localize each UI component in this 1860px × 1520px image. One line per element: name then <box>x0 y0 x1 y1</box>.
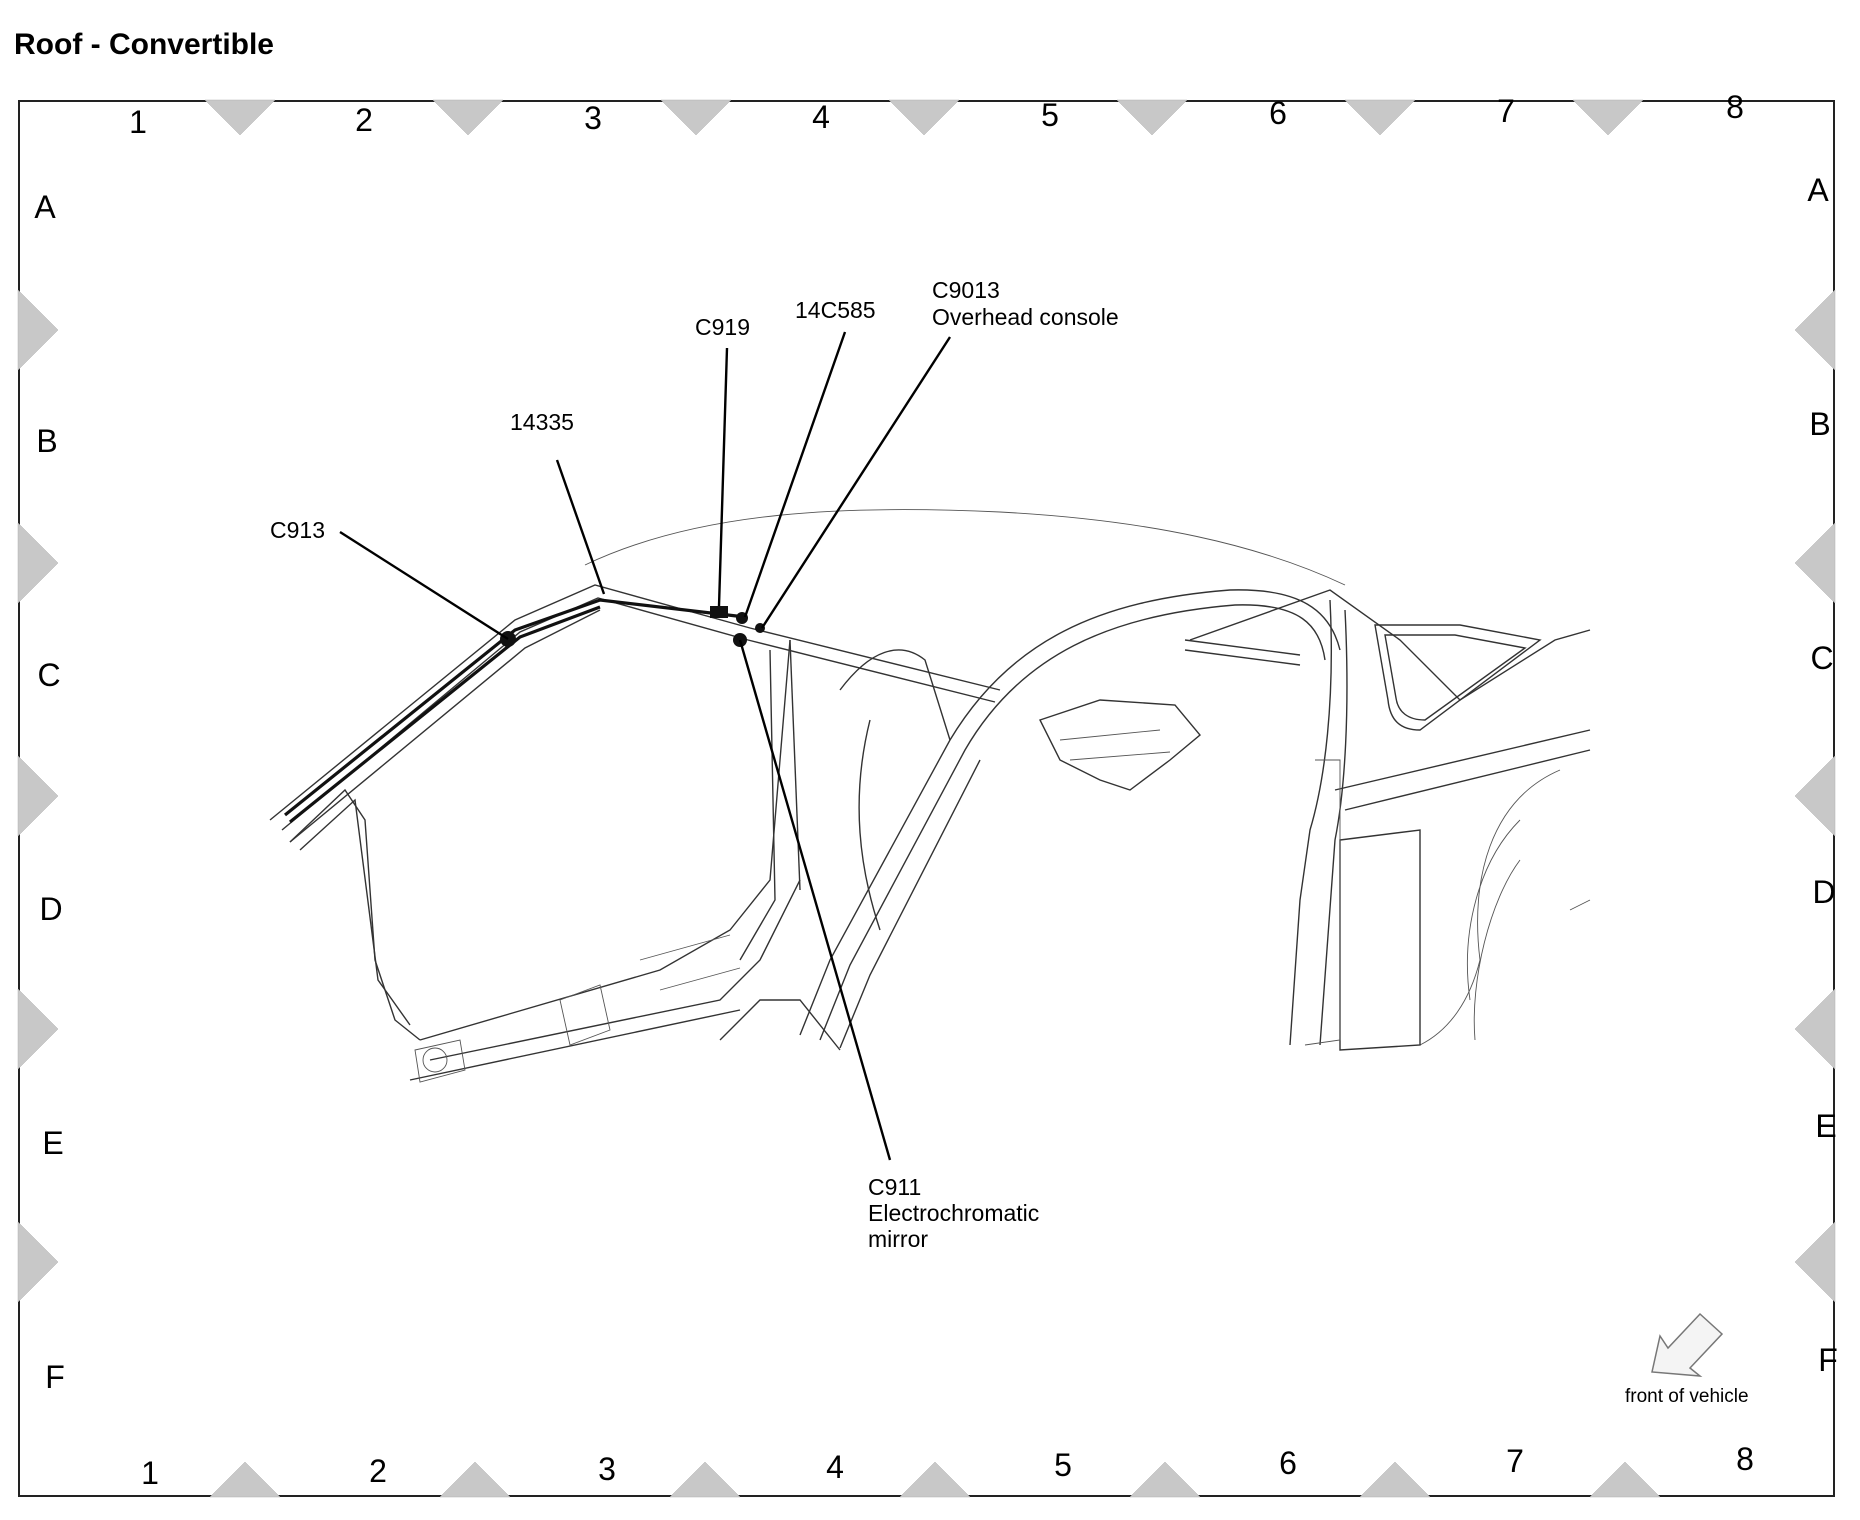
grid-col-label: 7 <box>1506 1443 1524 1479</box>
callout-c9013-id: C9013 <box>932 277 1000 303</box>
grid-row-label: B <box>1809 406 1830 442</box>
grid-col-label: 3 <box>584 100 602 136</box>
bottom-zone-markers <box>209 1461 1661 1498</box>
grid-col-label: 2 <box>355 102 373 138</box>
grid-row-label: D <box>39 891 62 927</box>
grid-row-label: F <box>45 1359 65 1395</box>
wiring-harness <box>283 598 765 824</box>
callout-c919: C919 <box>695 314 750 340</box>
page-title: Roof - Convertible <box>14 28 274 61</box>
front-of-vehicle-indicator: front of vehicle <box>1625 1312 1749 1407</box>
grid-row-label: A <box>1807 172 1829 208</box>
callouts: C913 14335 C919 14C585 C9013 Overhead co… <box>270 277 1119 1252</box>
grid-rows-right: A B C D E F <box>1807 172 1837 1378</box>
grid-col-label: 4 <box>826 1449 844 1485</box>
grid-col-label: 6 <box>1269 95 1287 131</box>
top-zone-markers <box>204 99 1644 136</box>
direction-arrow-icon <box>1651 1312 1724 1377</box>
grid-row-label: C <box>37 657 60 693</box>
grid-row-label: E <box>42 1125 63 1161</box>
grid-row-label: F <box>1818 1342 1838 1378</box>
grid-row-label: E <box>1815 1108 1836 1144</box>
grid-columns-bottom: 1 2 3 4 5 6 7 8 <box>141 1441 1754 1491</box>
callout-c911-desc-1: Electrochromatic <box>868 1200 1039 1226</box>
grid-col-label: 5 <box>1054 1447 1072 1483</box>
grid-col-label: 3 <box>598 1451 616 1487</box>
grid-col-label: 1 <box>129 104 147 140</box>
callout-c913: C913 <box>270 517 325 543</box>
right-zone-markers <box>1794 289 1836 1303</box>
grid-col-label: 2 <box>369 1453 387 1489</box>
callout-c9013-desc: Overhead console <box>932 304 1119 330</box>
front-of-vehicle-label: front of vehicle <box>1625 1386 1749 1407</box>
grid-col-label: 5 <box>1041 97 1059 133</box>
callout-14c585: 14C585 <box>795 297 876 323</box>
grid-col-label: 8 <box>1726 89 1744 125</box>
grid-col-label: 8 <box>1736 1441 1754 1477</box>
grid-col-label: 6 <box>1279 1445 1297 1481</box>
vehicle-body-drawing <box>269 509 1591 1083</box>
callout-c911-desc-2: mirror <box>868 1226 928 1252</box>
grid-row-label: A <box>34 189 56 225</box>
grid-row-label: D <box>1812 874 1835 910</box>
grid-col-label: 7 <box>1497 93 1515 129</box>
grid-columns-top: 1 2 3 4 5 6 7 8 <box>129 89 1744 140</box>
left-zone-markers <box>17 289 59 1303</box>
grid-col-label: 4 <box>812 99 830 135</box>
grid-row-label: C <box>1810 640 1833 676</box>
grid-rows-left: A B C D E F <box>34 189 64 1395</box>
callout-14335: 14335 <box>510 409 574 435</box>
grid-row-label: B <box>36 423 57 459</box>
callout-c911-id: C911 <box>868 1174 921 1200</box>
grid-col-label: 1 <box>141 1455 159 1491</box>
leader-lines <box>339 331 952 1161</box>
